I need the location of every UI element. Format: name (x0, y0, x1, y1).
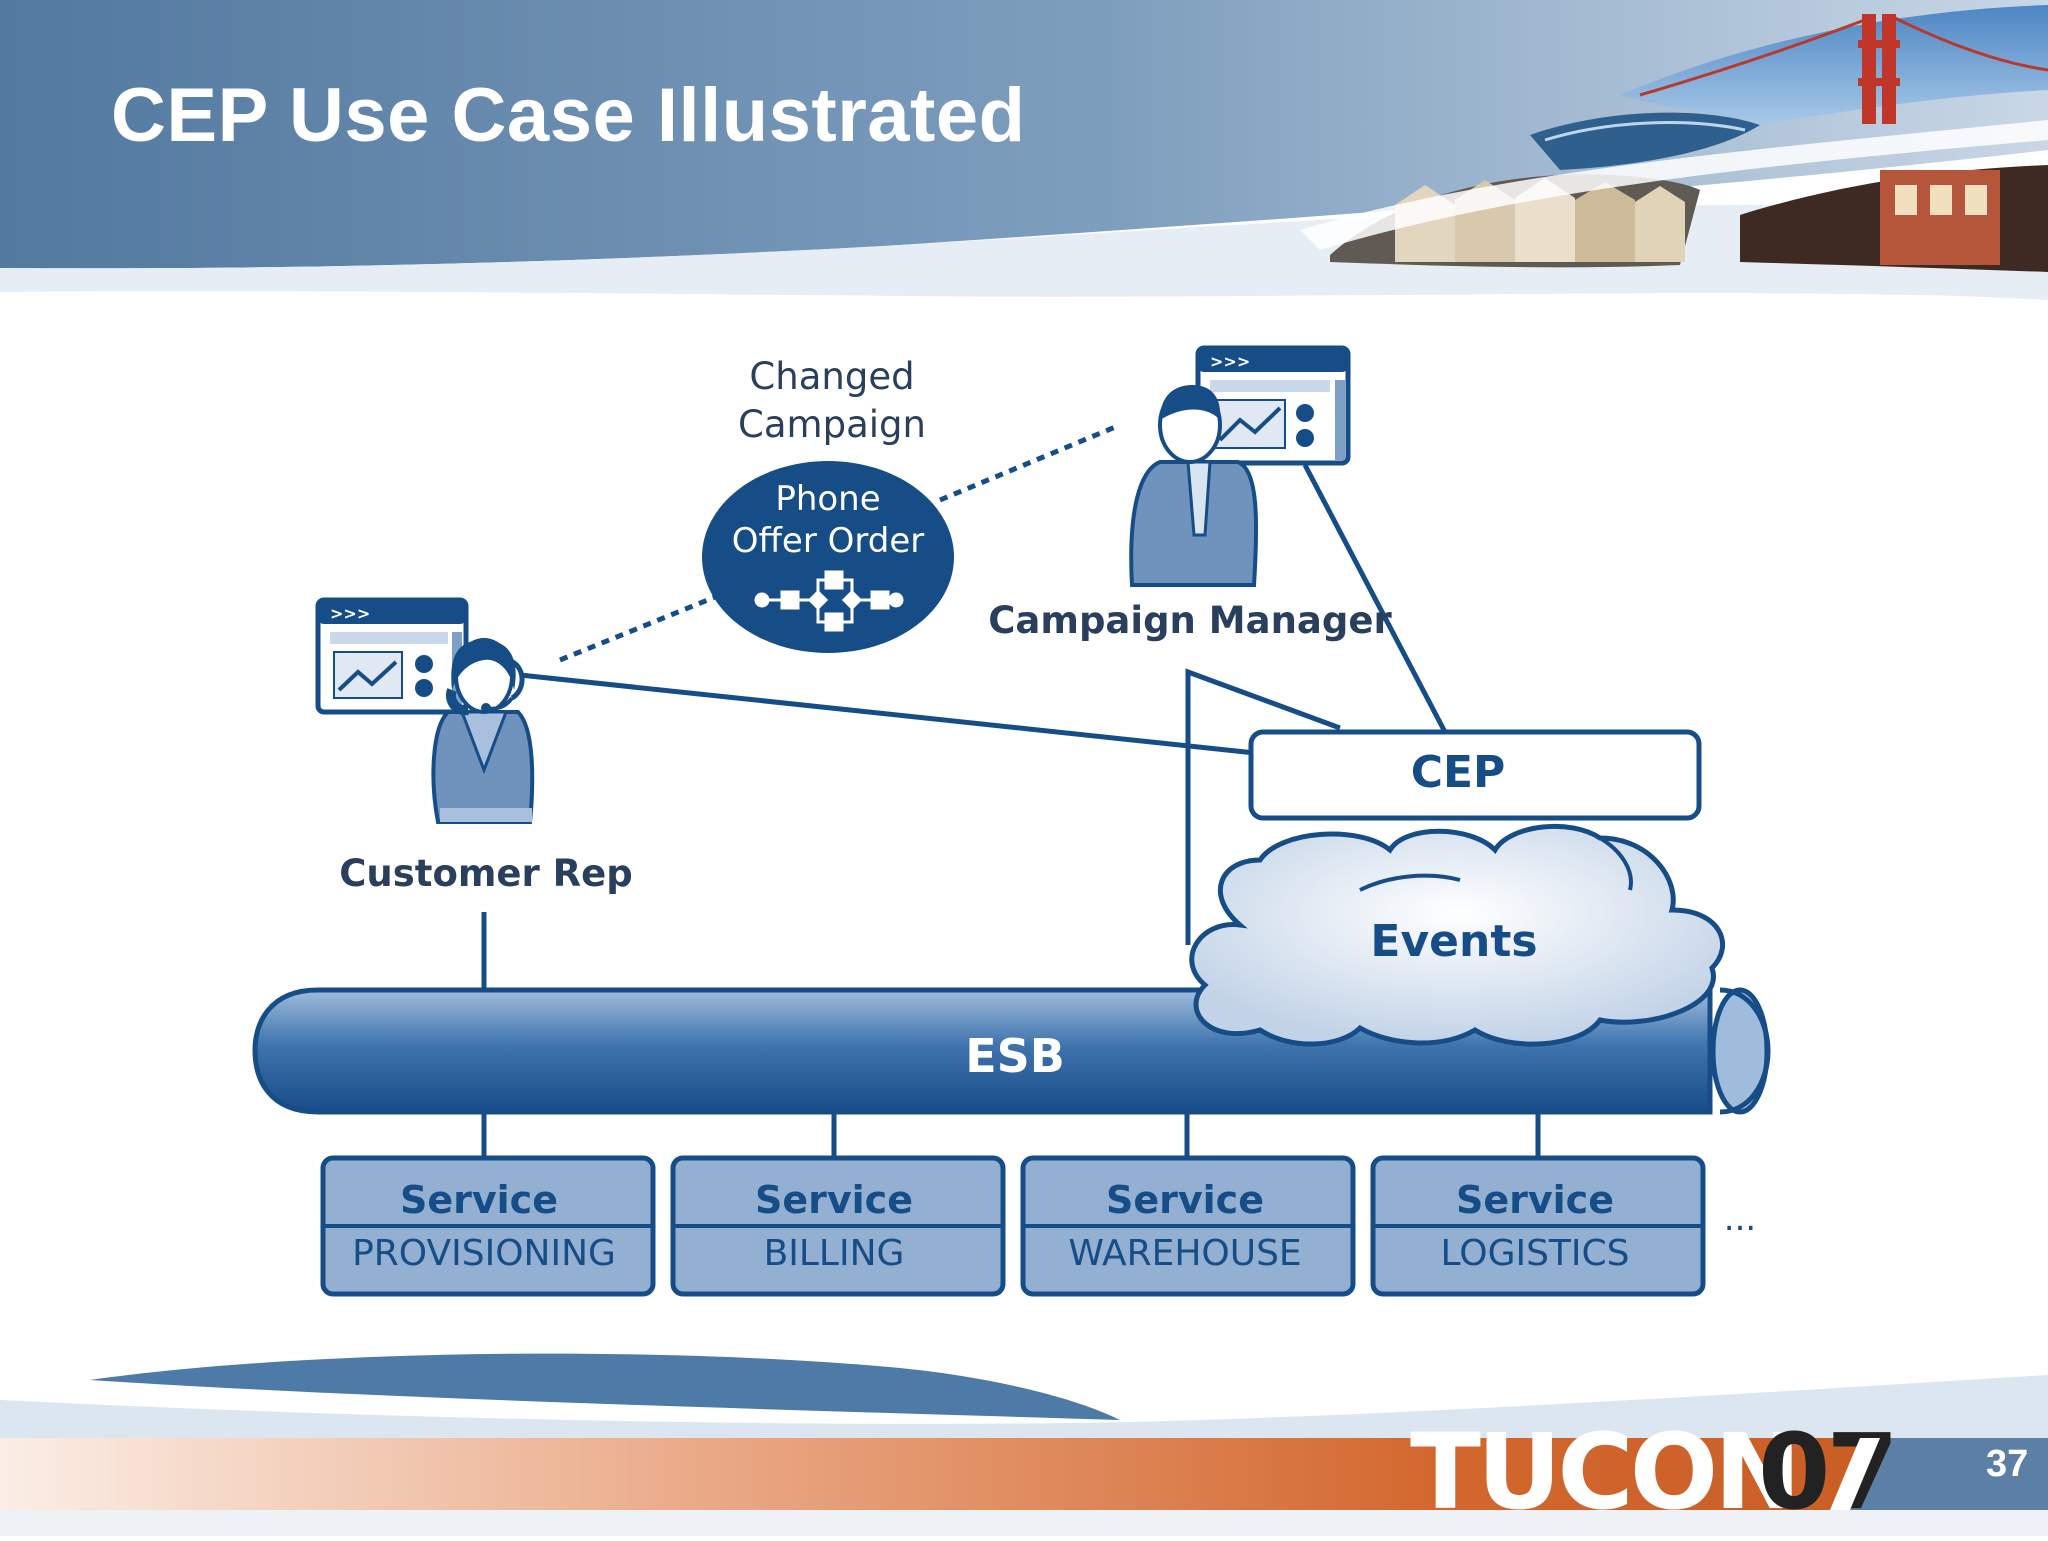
svg-text:Service: Service (1456, 1178, 1614, 1222)
svg-text:Service: Service (400, 1178, 558, 1222)
svg-text:07: 07 (1758, 1411, 1895, 1533)
service-box-provisioning: Service PROVISIONING (320, 1155, 656, 1297)
svg-text:Phone: Phone (775, 479, 880, 519)
svg-text:CEP: CEP (1411, 747, 1506, 798)
service-box-billing: Service BILLING (670, 1155, 1006, 1297)
campaign-dotted-link (559, 592, 721, 663)
campaign-manager-label: Campaign Manager (988, 599, 1392, 642)
svg-text:Changed: Changed (749, 355, 914, 398)
svg-text:PROVISIONING: PROVISIONING (352, 1233, 616, 1274)
svg-text:>>>: >>> (1210, 352, 1250, 371)
svg-text:ESB: ESB (965, 1029, 1065, 1083)
svg-text:Service: Service (1106, 1178, 1264, 1222)
events-cloud: Events (1189, 823, 1725, 1047)
service-box-warehouse: Service WAREHOUSE (1020, 1155, 1356, 1297)
svg-text:Campaign: Campaign (738, 403, 926, 446)
manager-to-cep-line (1302, 463, 1448, 734)
customer-rep-app-window-icon: >>> (315, 597, 469, 715)
campaign-dotted-link-2 (939, 422, 1121, 503)
customer-rep-person-icon (431, 638, 535, 824)
more-services-ellipsis: ... (1724, 1199, 1756, 1239)
tucon-07-logo: TUCON 07 (1410, 1411, 1899, 1533)
svg-text:LOGISTICS: LOGISTICS (1440, 1233, 1629, 1274)
svg-text:Offer Order: Offer Order (732, 521, 925, 561)
cep-events-bracket-line (1185, 668, 1341, 945)
campaign-manager-app-window-icon: >>> (1195, 345, 1351, 466)
process-flow-icon (754, 570, 904, 632)
san-francisco-collage-image (1300, 5, 2048, 272)
svg-text:TUCON: TUCON (1410, 1411, 1797, 1533)
changed-campaign-label: Changed Campaign (738, 355, 926, 446)
service-box-logistics: Service LOGISTICS (1370, 1155, 1706, 1297)
footer-band (0, 1353, 2048, 1536)
slide-title: CEP Use Case Illustrated (111, 73, 1026, 158)
svg-text:Events: Events (1370, 916, 1537, 967)
header-banner (0, 0, 2048, 300)
campaign-bubble: Phone Offer Order (702, 461, 954, 653)
rep-to-cep-line (519, 672, 1256, 756)
campaign-manager-person-icon (1129, 385, 1259, 587)
svg-text:BILLING: BILLING (764, 1233, 905, 1274)
cep-box: CEP (1248, 729, 1702, 821)
page-number: 37 (1986, 1443, 2029, 1485)
connector-lines (481, 422, 1541, 1160)
svg-text:Service: Service (755, 1178, 913, 1222)
customer-rep-label: Customer Rep (339, 852, 632, 895)
svg-text:WAREHOUSE: WAREHOUSE (1068, 1233, 1301, 1274)
svg-text:>>>: >>> (330, 604, 370, 623)
